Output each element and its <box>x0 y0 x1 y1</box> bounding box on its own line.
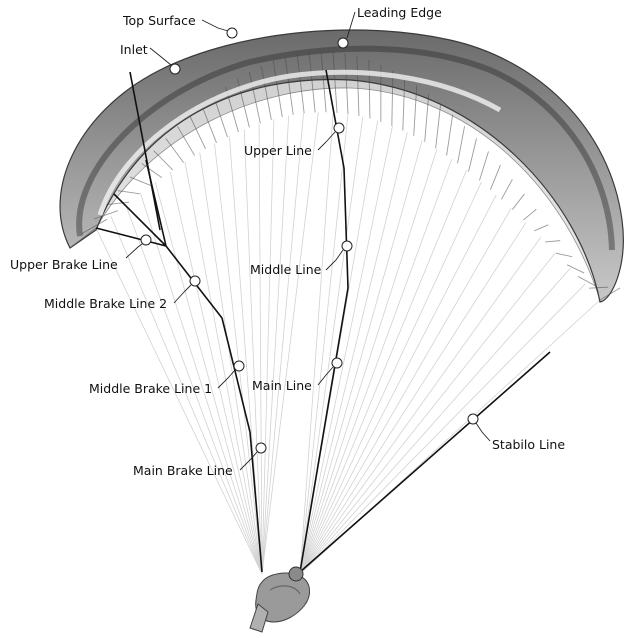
suspension-line <box>300 126 392 574</box>
canopy-cell-rib <box>469 138 477 171</box>
leader-upper-brake-line <box>126 244 142 258</box>
leader-main-line <box>318 367 333 385</box>
label-main-line: Main Line <box>252 378 312 393</box>
suspension-line <box>300 268 570 574</box>
suspension-lines-faint <box>96 112 600 574</box>
canopy-cell-rib <box>154 151 173 170</box>
suspension-line <box>300 140 422 574</box>
suspension-line <box>300 149 437 574</box>
suspension-line <box>300 253 556 574</box>
label-top-surface: Top Surface <box>122 13 196 28</box>
canopy-cell-rib <box>458 126 465 163</box>
label-upper-line: Upper Line <box>244 143 312 158</box>
marker-middle-line <box>342 241 352 251</box>
suspension-line <box>300 195 496 574</box>
canopy <box>60 30 623 302</box>
canopy-cell-rib <box>512 194 524 209</box>
marker-leading-edge <box>338 38 348 48</box>
leader-inlet <box>150 48 171 65</box>
pilot <box>250 567 310 632</box>
leader-top-surface <box>202 20 228 31</box>
canopy-cell-rib <box>534 225 548 231</box>
pilot-helmet <box>289 567 303 581</box>
label-upper-brake-line: Upper Brake Line <box>10 257 118 272</box>
label-middle-brake-line-1: Middle Brake Line 1 <box>89 381 212 396</box>
stabilo-line-path <box>300 352 550 572</box>
label-stabilo-line: Stabilo Line <box>492 437 565 452</box>
label-middle-line: Middle Line <box>250 262 322 277</box>
canopy-cell-rib <box>501 179 512 199</box>
suspension-line <box>300 159 452 574</box>
suspension-line <box>96 228 262 574</box>
canopy-cell-rib <box>130 177 151 186</box>
marker-stabilo-line <box>468 414 478 424</box>
marker-inlet <box>170 64 180 74</box>
label-main-brake-line: Main Brake Line <box>133 463 233 478</box>
label-inlet: Inlet <box>120 42 148 57</box>
canopy-cell-rib <box>490 165 500 190</box>
leader-middle-brake-line-2 <box>174 285 191 303</box>
marker-middle-brake-line-1 <box>234 361 244 371</box>
suspension-line <box>155 182 262 574</box>
canopy-cell-rib <box>545 241 560 242</box>
marker-main-brake-line <box>256 443 266 453</box>
marker-main-line <box>332 358 342 368</box>
upper-brake-line-path <box>96 228 166 246</box>
suspension-line <box>262 116 289 574</box>
canopy-cell-rib <box>523 209 536 220</box>
suspension-line <box>300 114 348 574</box>
canopy-cell-rib <box>479 151 488 180</box>
canopy-cell-rib <box>447 115 453 156</box>
leader-middle-line <box>326 250 343 270</box>
marker-upper-brake-line <box>141 235 151 245</box>
label-leading-edge: Leading Edge <box>357 5 442 20</box>
canopy-cell-rib <box>142 164 162 178</box>
canopy-cell-rib <box>436 104 441 148</box>
marker-top-surface <box>227 28 237 38</box>
leader-stabilo-line <box>476 423 490 441</box>
marker-middle-brake-line-2 <box>190 276 200 286</box>
label-middle-brake-line-2: Middle Brake Line 2 <box>44 296 167 311</box>
suspension-line <box>200 152 262 574</box>
leader-upper-line <box>318 132 335 150</box>
suspension-line <box>300 237 541 574</box>
marker-upper-line <box>334 123 344 133</box>
canopy-cell-rib <box>556 253 572 256</box>
